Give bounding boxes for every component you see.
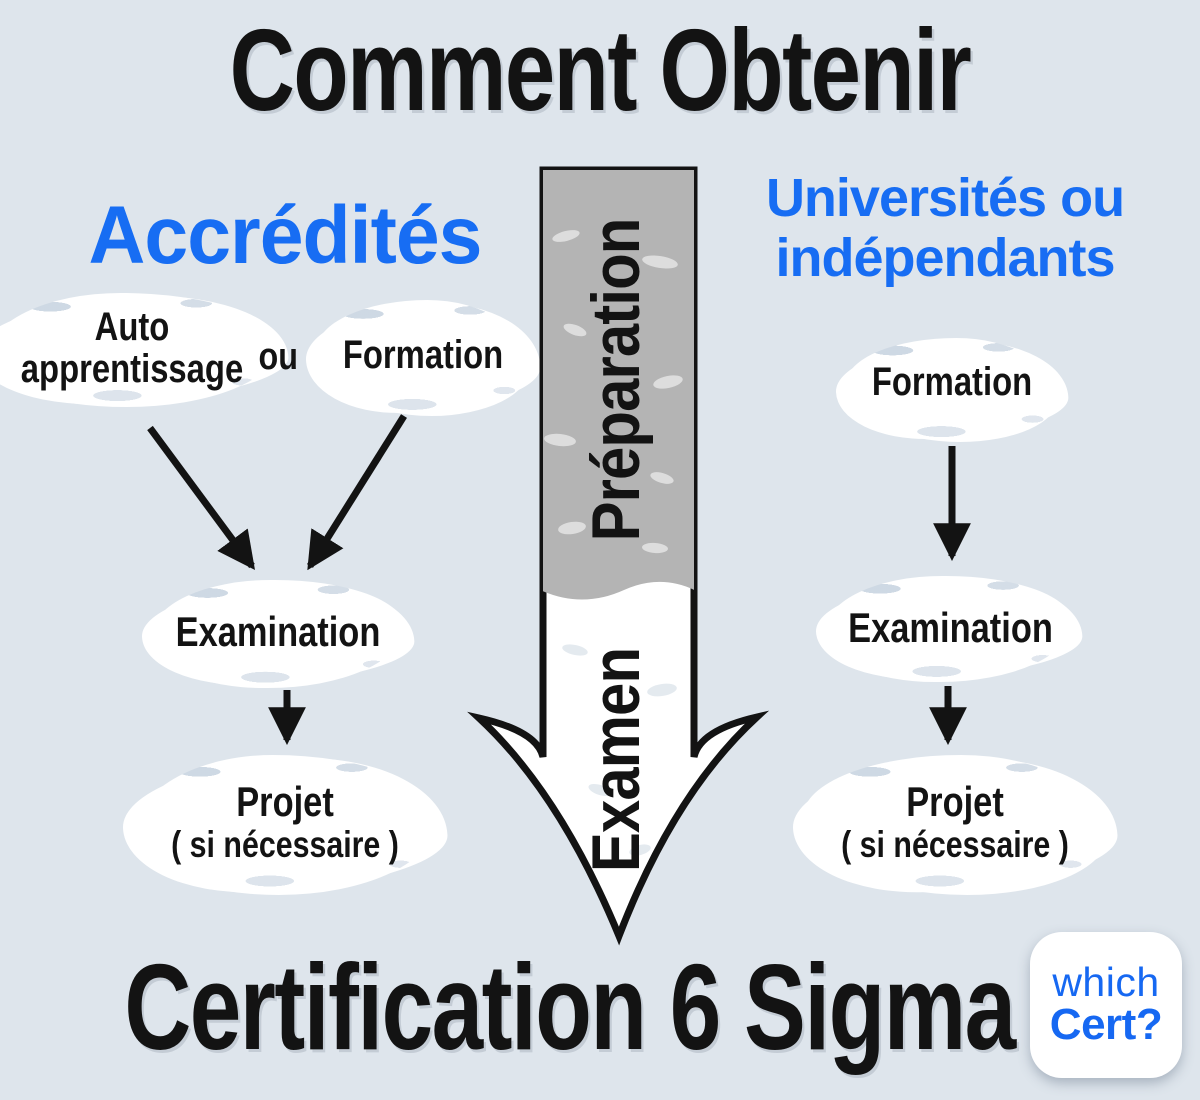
right-branch-heading-line2: indépendants: [775, 228, 1115, 289]
node-formation-right: [846, 338, 1058, 442]
projet-left-line1: Projet: [236, 778, 334, 825]
auto-line1: Auto: [94, 305, 170, 349]
arrow-auto-to-examination: [147, 425, 255, 571]
preparation-label: Préparation: [578, 218, 654, 542]
footer-title: Certification 6 Sigma: [124, 939, 1016, 1075]
logo-which-text: which: [1052, 958, 1160, 1005]
projet-right-line1: Projet: [906, 778, 1004, 825]
formation-right-label: Formation: [871, 360, 1033, 404]
node-examination-left: [152, 580, 404, 688]
formation-left-label: Formation: [342, 333, 504, 377]
examination-left-label: Examination: [175, 608, 381, 655]
projet-right-line2: ( si nécessaire ): [841, 823, 1069, 865]
projet-left-label: Projet ( si nécessaire ): [160, 778, 409, 865]
arrow-formation-left-to-examination: [307, 414, 407, 571]
left-branch-heading: Accrédités: [88, 190, 483, 281]
auto-apprentissage-label: Auto apprentissage: [12, 306, 251, 391]
projet-right-label: Projet ( si nécessaire ): [830, 778, 1079, 865]
projet-left-line2: ( si nécessaire ): [171, 823, 399, 865]
whichcert-logo: which Cert?: [1030, 932, 1182, 1078]
right-branch-heading-line1: Universités ou: [765, 168, 1125, 228]
examen-label: Examen: [578, 647, 654, 873]
or-label: ou: [258, 336, 298, 378]
main-title: Comment Obtenir: [229, 5, 972, 135]
logo-cert-text: Cert?: [1049, 1000, 1163, 1050]
node-auto-apprentissage: [0, 293, 278, 407]
node-examination-right: [826, 576, 1072, 682]
right-branch-heading: Universités ou indépendants: [712, 168, 1178, 289]
examination-right-label: Examination: [848, 604, 1053, 651]
auto-line2: apprentissage: [20, 347, 244, 392]
node-projet-left: [133, 755, 437, 895]
node-projet-right: [803, 755, 1107, 895]
